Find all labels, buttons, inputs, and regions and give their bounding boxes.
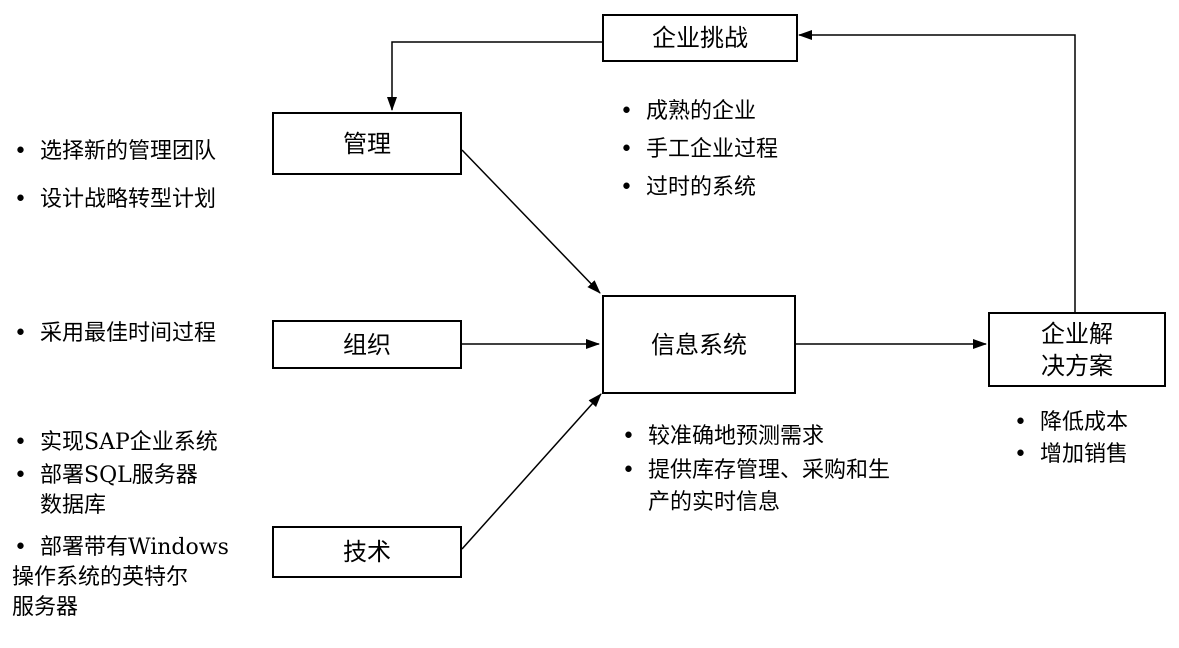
arrow-technology-to-info-system (461, 393, 602, 550)
management-label: 管理 (343, 129, 391, 158)
bullet-icon: • (14, 463, 27, 488)
list-item: •设计战略转型计划 (12, 176, 216, 224)
technology-box: 技术 (272, 526, 462, 578)
list-item: • 实现SAP企业系统 (12, 428, 229, 458)
bullet-icon: • (622, 424, 635, 449)
organization-bullets: •采用最佳时间过程 (12, 320, 216, 347)
solution-label-line2: 决方案 (1041, 351, 1113, 380)
list-item: •选择新的管理团队 (12, 128, 216, 176)
list-item: •降低成本 (1012, 407, 1128, 439)
list-item: • 部署带有Windows 操作系统的英特尔 服务器 (12, 535, 229, 620)
bullet-icon: • (14, 535, 27, 560)
bullet-icon: • (622, 458, 635, 483)
list-item: • 提供库存管理、采购和生 产的实时信息 (620, 455, 890, 519)
info-system-bullets: • 较准确地预测需求 • 提供库存管理、采购和生 产的实时信息 (620, 421, 890, 519)
bullet-icon: • (620, 137, 633, 162)
list-item: •增加销售 (1012, 439, 1128, 471)
list-item: •过时的系统 (618, 169, 778, 207)
management-box: 管理 (272, 112, 462, 175)
solution-label-line1: 企业解 (1041, 319, 1113, 348)
bullet-icon: • (14, 430, 27, 455)
info-system-box: 信息系统 (602, 295, 796, 394)
solution-box: 企业解 决方案 (988, 312, 1166, 387)
challenge-box: 企业挑战 (602, 14, 798, 62)
list-item: •采用最佳时间过程 (14, 321, 217, 346)
bullet-icon: • (14, 187, 27, 212)
bullet-icon: • (1014, 442, 1027, 467)
bullet-icon: • (14, 321, 27, 346)
arrow-challenge-to-management (387, 41, 602, 111)
list-item: •成熟的企业 (618, 93, 778, 131)
challenge-label: 企业挑战 (652, 24, 748, 52)
bullet-icon: • (620, 175, 633, 200)
list-item: • 较准确地预测需求 (620, 421, 890, 453)
bullet-icon: • (1014, 410, 1027, 435)
organization-box: 组织 (272, 320, 462, 369)
technology-label: 技术 (343, 538, 391, 566)
organization-label: 组织 (343, 330, 391, 359)
challenge-bullets: •成熟的企业 •手工企业过程 •过时的系统 (618, 93, 778, 207)
arrow-solution-to-challenge (798, 30, 1076, 312)
management-bullets: •选择新的管理团队 •设计战略转型计划 (12, 128, 216, 224)
info-system-label: 信息系统 (651, 330, 747, 359)
list-item: •手工企业过程 (618, 131, 778, 169)
bullet-icon: • (14, 139, 27, 164)
solution-bullets: •降低成本 •增加销售 (1012, 407, 1128, 471)
bullet-icon: • (620, 99, 633, 124)
technology-bullets: • 实现SAP企业系统 • 部署SQL服务器 数据库 • 部署带有Windows… (12, 428, 229, 623)
arrow-management-to-info-system (461, 149, 601, 294)
list-item: • 部署SQL服务器 数据库 (14, 463, 198, 518)
